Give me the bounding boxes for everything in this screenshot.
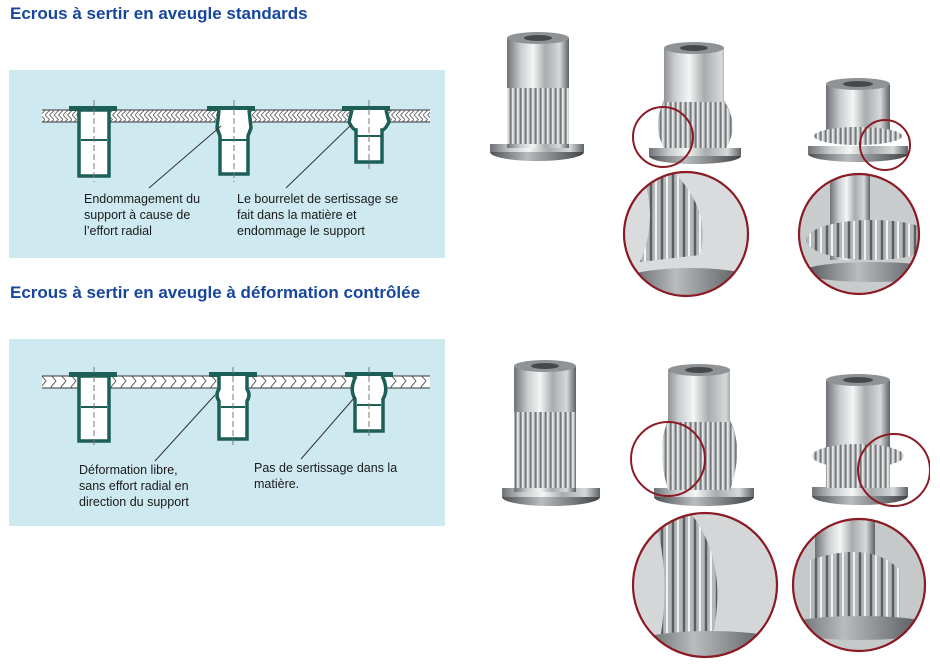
highlight-circle [857, 433, 930, 507]
magnifier-circle [793, 519, 925, 651]
rivet-nut-photo [808, 78, 908, 162]
product-photos [490, 32, 930, 659]
section-title-standard: Ecrous à sertir en aveugle standards [10, 4, 308, 23]
leader-line [148, 125, 222, 189]
magnifier-circle [799, 174, 919, 294]
highlight-circle [632, 106, 694, 168]
rivet-nut-cross-section [345, 367, 393, 437]
rivet-nut-cross-section [342, 100, 391, 170]
leader-line [300, 396, 356, 460]
diagram-panel-standard: Endommagement du support à cause de l’ef… [9, 70, 445, 258]
magnifier-circle [631, 511, 779, 659]
caption-free-deformation: Déformation libre, sans effort radial en… [79, 463, 189, 509]
highlight-circle [859, 119, 911, 171]
rivet-nut-photo [649, 42, 741, 164]
section-title-controlled: Ecrous à sertir en aveugle à déformation… [10, 283, 421, 302]
caption-no-crimping: Pas de sertissage dans la matière. [254, 461, 398, 491]
magnifier-circle [622, 170, 750, 298]
rivet-nut-photo [812, 374, 908, 505]
caption-bead-damage: Le bourrelet de sertissage se fait dans … [237, 192, 399, 238]
caption-radial-damage: Endommagement du support à cause de l’ef… [84, 192, 201, 238]
cross-section-diagram-controlled [42, 367, 430, 462]
rivet-nut-photo [502, 360, 600, 506]
rivet-nut-cross-section [69, 100, 117, 182]
magnifier-circle [797, 172, 921, 296]
highlight-circle [630, 421, 706, 497]
leader-line [154, 394, 216, 462]
magnifier-circle [791, 517, 927, 653]
rivet-nut-cross-section [209, 367, 257, 445]
magnifier-circle [624, 172, 748, 296]
leader-line [285, 123, 353, 189]
magnifier-circle [633, 513, 777, 657]
rivet-nut-photo [654, 364, 754, 506]
cross-section-diagram-standard [42, 100, 430, 189]
diagram-panel-controlled: Déformation libre, sans effort radial en… [9, 339, 445, 526]
rivet-nut-cross-section [69, 367, 117, 447]
rivet-nut-photo [490, 32, 584, 161]
